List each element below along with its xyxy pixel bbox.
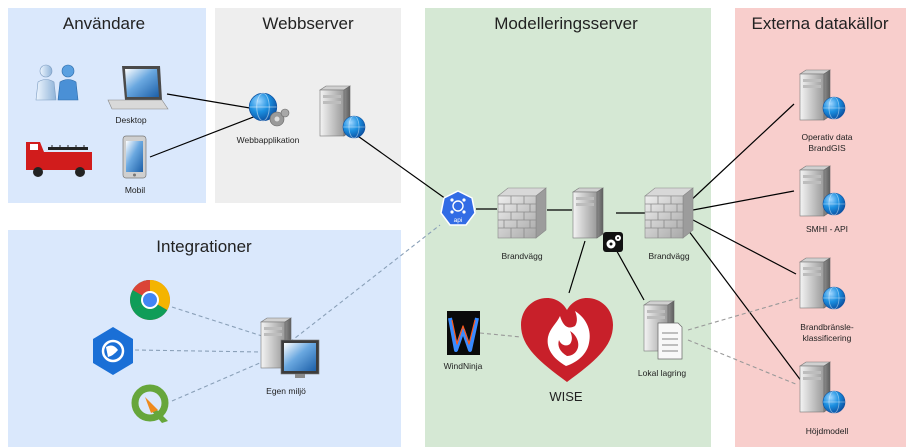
zone-title-integrations: Integrationer bbox=[156, 237, 252, 256]
label-firewall-right: Brandvägg bbox=[648, 251, 689, 261]
zone-integrations bbox=[8, 230, 401, 447]
label-ext-operativ: Operativ data bbox=[801, 132, 852, 142]
label-windninja: WindNinja bbox=[444, 361, 483, 371]
arcgis-icon[interactable] bbox=[93, 327, 133, 375]
phone-icon[interactable] bbox=[122, 135, 147, 179]
globe-gear-icon[interactable] bbox=[248, 92, 290, 127]
storage-icon[interactable] bbox=[643, 300, 683, 360]
zone-title-modelserver: Modelleringsserver bbox=[494, 14, 638, 33]
label-local-storage: Lokal lagring bbox=[638, 368, 686, 378]
qgis-icon[interactable] bbox=[131, 384, 169, 423]
server-icon[interactable] bbox=[572, 187, 604, 239]
label-wise: WISE bbox=[549, 389, 583, 404]
firewall-icon bbox=[644, 187, 694, 239]
label-ext-hojdmodell: Höjdmodell bbox=[806, 426, 849, 436]
label-own-env: Egen miljö bbox=[266, 386, 306, 396]
label-webapp: Webbapplikation bbox=[237, 135, 300, 145]
gear-icon bbox=[603, 232, 623, 252]
zone-title-webserver: Webbserver bbox=[262, 14, 354, 33]
chrome-icon[interactable] bbox=[130, 280, 170, 320]
laptop-icon[interactable] bbox=[107, 66, 169, 110]
server-icon[interactable] bbox=[260, 317, 320, 378]
connections-dashed bbox=[134, 224, 799, 402]
label-desktop: Desktop bbox=[115, 115, 146, 125]
connections-solid bbox=[149, 93, 803, 383]
label-ext-smhi: SMHI - API bbox=[806, 224, 848, 234]
users-icon bbox=[35, 64, 79, 101]
zone-webserver bbox=[215, 8, 401, 203]
label-firewall-left: Brandvägg bbox=[501, 251, 542, 261]
api-label: api bbox=[454, 217, 463, 224]
label-mobile: Mobil bbox=[125, 185, 145, 195]
firewall-icon bbox=[497, 187, 547, 239]
windninja-icon[interactable] bbox=[447, 311, 480, 355]
label-ext-brandgis: BrandGIS bbox=[808, 143, 846, 153]
label-ext-brandbransle: Brandbränsle- bbox=[800, 322, 854, 332]
api-icon[interactable]: api bbox=[440, 190, 476, 226]
zone-title-external: Externa datakällor bbox=[751, 14, 888, 33]
fire-truck-icon bbox=[26, 142, 92, 177]
label-ext-klassificering: klassificering bbox=[803, 333, 852, 343]
zone-title-users: Användare bbox=[63, 14, 145, 33]
wise-heart-icon[interactable] bbox=[521, 298, 613, 382]
